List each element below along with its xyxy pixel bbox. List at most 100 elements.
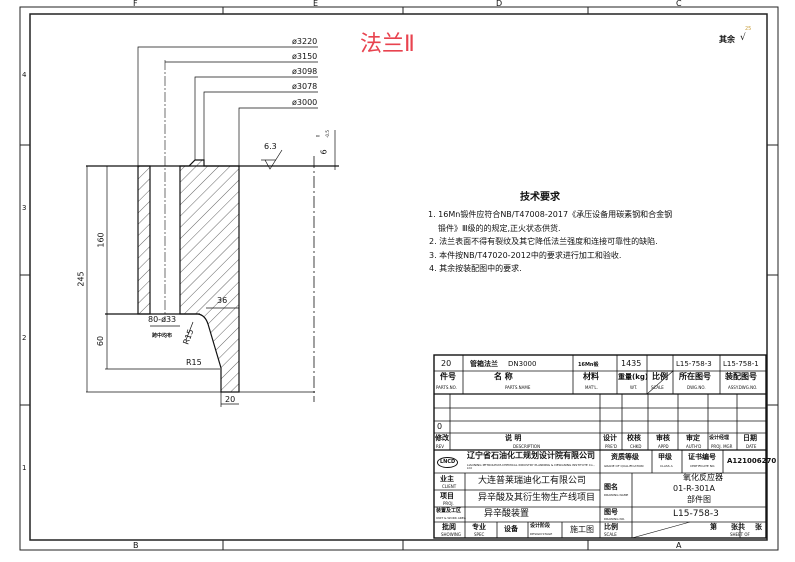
qualification-en: GRADE OF QUALIFICATION: [604, 464, 644, 468]
drawing-name-en: DRAWING NAME: [604, 493, 629, 497]
header-cn: 装配图号: [725, 372, 757, 381]
bottom-cell-en: SPEC: [474, 532, 485, 537]
part-spec: DN3000: [508, 360, 537, 368]
company-logo: LNCD: [437, 457, 459, 468]
rev-header-en: CHKD: [630, 444, 642, 449]
rev-header-cn: 校核: [627, 434, 641, 442]
drawing-no-value: L15-758-3: [673, 509, 719, 519]
bottom-cell: 施工图: [570, 525, 594, 534]
part-material: 16Mn锻: [578, 362, 599, 368]
header-cn: 重量(kg): [618, 373, 649, 381]
rev-header-en: AUTH'D: [686, 444, 702, 449]
requirement-item: 1. 16Mn锻件应符合NB/T47008-2017《承压设备用碳素钢和合金钢: [428, 210, 673, 219]
requirement-item: 3. 本件按NB/T47020-2012中的要求进行加工和验收.: [429, 251, 622, 260]
header-en: SCALE: [651, 385, 664, 390]
requirement-item: 锻件》Ⅲ级的的规定,正火状态供货.: [438, 224, 561, 233]
roughness-note-value: 25: [745, 26, 752, 32]
dim-roughness: 6.3: [264, 142, 277, 151]
flange-section: [86, 60, 339, 402]
rev-header-en: PRE'D: [605, 444, 617, 449]
bottom-cell-en: SHOWING: [441, 532, 461, 537]
roughness-symbol-icon: √: [740, 33, 746, 43]
certificate-label: 证书编号: [688, 453, 716, 461]
bottom-cell: 第: [710, 523, 717, 531]
frame-row-label: 1: [22, 464, 27, 472]
certificate-number: A121006270: [727, 457, 777, 465]
header-cn: 所在图号: [679, 372, 711, 381]
dim-width: 20: [225, 395, 236, 404]
part-assy-no: L15-758-1: [723, 360, 759, 368]
rev-header-cn: 日期: [743, 434, 757, 442]
header-cn: 比例: [652, 372, 668, 381]
header-cn: 材料: [583, 372, 599, 381]
sheet-frame: [19, 6, 779, 551]
certificate-en: CERTIFICATE NO.: [690, 464, 716, 468]
company-name-en: LIAONING PETROLEUM-CHEMICAL INDUSTRY PLA…: [467, 463, 595, 470]
bottom-cell: 张共: [731, 523, 745, 531]
header-en: PARTS.NO.: [436, 385, 457, 390]
frame-column-label: A: [676, 541, 682, 550]
frame-column-label: E: [313, 0, 319, 8]
unit-value: 异辛酸装置: [484, 509, 530, 519]
frame-row-label: 2: [22, 334, 27, 342]
rev-header-en: APPD: [658, 444, 669, 449]
header-cn: 名 称: [494, 372, 513, 381]
frame-row-label: 4: [22, 71, 27, 79]
dim-width: 36: [217, 296, 228, 305]
bottom-cell: 张: [755, 523, 762, 531]
requirements-heading: 技术要求: [520, 192, 560, 203]
bottom-cell: 专业: [472, 523, 486, 531]
bottom-cell: 设备: [504, 525, 518, 533]
project-en: PROJ.: [443, 501, 454, 506]
header-en: PARTS.NAME: [505, 385, 531, 390]
header-cn: 件号: [440, 372, 456, 381]
header-en: MAT'L.: [585, 385, 598, 390]
part-weight: 1435: [621, 359, 642, 368]
client-label: 业主: [440, 475, 454, 483]
rev-header-cn: 说 明: [505, 434, 522, 442]
rev-header-en: DATE: [746, 444, 757, 449]
frame-column-label: C: [676, 0, 682, 8]
dim-holes: 80-ø33: [148, 315, 177, 324]
bottom-cell: 比例: [604, 523, 618, 531]
bottom-cell: 批阅: [442, 523, 456, 531]
dim-diameter: ø3078: [292, 82, 318, 91]
dim-diameter: ø3150: [292, 52, 318, 61]
dimension-lines: [86, 46, 336, 407]
part-dwg-no: L15-758-3: [676, 360, 712, 368]
drawing-name-line: 01-R-301A: [673, 484, 715, 493]
dim-radius: R15: [186, 358, 202, 367]
client-en: CLIENT: [442, 484, 457, 489]
drawing-name-label: 图名: [604, 483, 618, 491]
unit-label: 装置及工区: [436, 508, 462, 514]
revision-value: 0: [437, 422, 443, 431]
dim-holes-note: 跨中均布: [152, 333, 173, 339]
bottom-cell: 设计阶段: [530, 523, 551, 529]
requirement-item: 4. 其余按装配图中的要求.: [429, 264, 522, 273]
company-name: 辽宁省石油化工规划设计院有限公司: [467, 451, 595, 460]
drawing-name-line: 氧化反应器: [683, 473, 723, 482]
drawing-title: 法兰Ⅱ: [360, 32, 415, 57]
rev-header-cn: 设计: [603, 434, 617, 442]
frame-row-label: 3: [22, 204, 27, 212]
rev-header-en: REV: [436, 444, 445, 449]
qualification-value-en: CLASS A: [660, 464, 673, 468]
part-name: 管箱法兰: [470, 360, 498, 368]
drawing-no-en: DRAWING NO.: [604, 517, 625, 521]
frame-column-label: D: [496, 0, 503, 8]
header-en: ASSY.DWG.NO.: [728, 385, 758, 390]
bottom-cell-en: SCALE: [604, 532, 617, 537]
part-number: 20: [441, 359, 452, 368]
rev-header-en: PROJ. MGR: [711, 444, 733, 449]
drawing-name-line: 部件图: [687, 495, 711, 504]
dim-diameter: ø3220: [292, 37, 318, 46]
header-en: DWG.NO.: [687, 385, 706, 390]
bottom-cell-en: SHEET OF: [730, 532, 750, 537]
qualification-value: 甲级: [658, 453, 672, 461]
rev-header-en: DESCRIPTION: [513, 444, 541, 449]
client-value: 大连普莱瑞迪化工有限公司: [478, 476, 587, 486]
unit-en: UNIT & WORK AREA: [436, 516, 466, 520]
